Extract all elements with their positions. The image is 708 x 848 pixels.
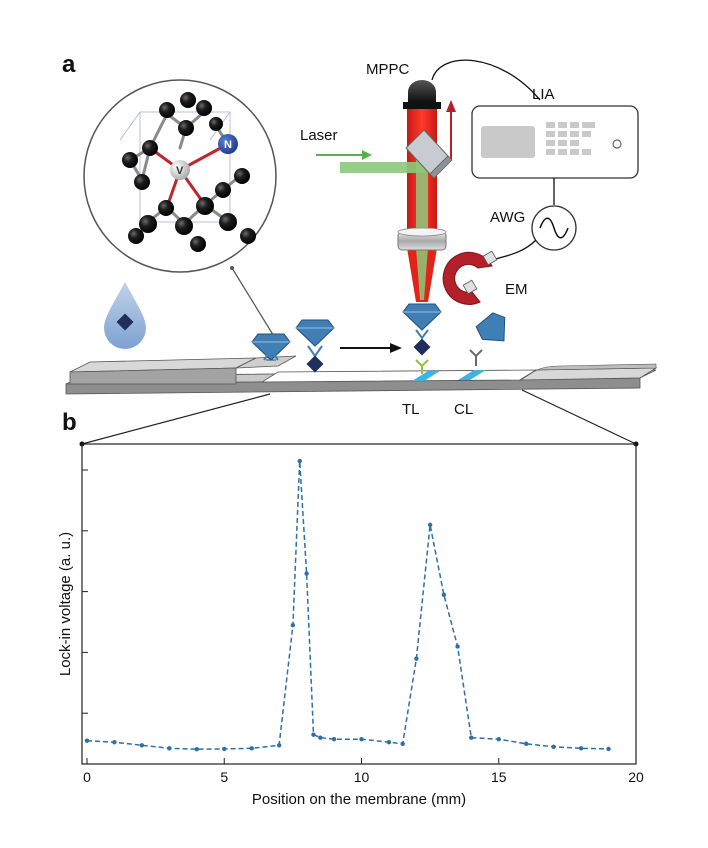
panel-a: a xyxy=(62,51,658,418)
flow-direction-arrow xyxy=(340,343,402,353)
zoom-connector-right xyxy=(521,389,637,445)
em-label: EM xyxy=(505,281,528,298)
zoom-connector-left xyxy=(81,393,271,445)
diamond-probe-analyte xyxy=(295,319,335,373)
vacancy-label: V xyxy=(176,165,184,177)
diamond-probe-control-line xyxy=(469,312,506,366)
data-point xyxy=(304,571,309,576)
lateral-flow-strip: TL CL xyxy=(65,355,658,418)
x-tick-label: 5 xyxy=(220,769,228,785)
mppc-lia-cable xyxy=(431,59,541,101)
panel-b: b 0 5 10 15 20 Position on the membrane (mm)… xyxy=(57,389,644,808)
zoom-pointer-line xyxy=(231,267,276,339)
objective-lens xyxy=(397,227,447,251)
vacancy-site xyxy=(170,160,190,180)
conjugate-pad xyxy=(235,355,297,369)
diamond-probe-sample xyxy=(251,333,291,361)
data-point xyxy=(441,592,447,597)
green-beam-vertical xyxy=(416,160,428,250)
x-tick-label: 10 xyxy=(354,769,370,785)
mppc-detector: MPPC xyxy=(366,61,441,109)
series-points xyxy=(84,458,611,752)
data-point xyxy=(455,644,460,649)
data-point xyxy=(249,746,254,751)
nitrogen-label: N xyxy=(224,139,232,151)
cl-label: CL xyxy=(454,401,473,418)
series-line xyxy=(86,460,609,750)
test-line xyxy=(412,371,440,381)
data-point xyxy=(84,738,90,743)
awg-generator: AWG xyxy=(490,205,577,251)
laser-label: Laser xyxy=(300,127,338,144)
data-point xyxy=(400,741,405,746)
data-point xyxy=(194,747,199,752)
data-point xyxy=(222,746,227,752)
x-tick-label: 20 xyxy=(628,769,644,785)
panel-b-letter: b xyxy=(62,409,77,436)
chart-frame xyxy=(81,443,637,765)
data-point xyxy=(331,737,337,742)
data-point xyxy=(297,458,302,464)
green-beam-horizontal xyxy=(340,162,425,173)
data-point xyxy=(139,743,145,748)
data-point xyxy=(318,735,323,740)
x-tick-label: 15 xyxy=(491,769,507,785)
electromagnet: EM xyxy=(442,250,528,305)
data-point xyxy=(496,737,501,742)
diamond-probe-test-line xyxy=(402,303,442,374)
lock-in-amplifier: LIA xyxy=(471,86,639,179)
data-point xyxy=(551,744,556,749)
signal-arrow-head xyxy=(446,100,456,112)
x-axis-ticks: 0 5 10 15 20 xyxy=(83,758,644,785)
data-point xyxy=(578,746,584,751)
sample-droplet xyxy=(104,282,146,349)
data-point xyxy=(167,746,172,751)
membrane xyxy=(260,369,538,383)
lia-label: LIA xyxy=(532,86,555,103)
data-point xyxy=(276,743,282,748)
data-point xyxy=(290,623,296,628)
data-point xyxy=(414,656,419,661)
control-line xyxy=(458,370,486,380)
data-point xyxy=(469,735,474,740)
data-point xyxy=(386,740,392,745)
data-point xyxy=(606,746,611,752)
x-axis-label: Position on the membrane (mm) xyxy=(252,791,466,808)
awg-label: AWG xyxy=(490,209,525,226)
nitrogen-atom xyxy=(218,134,238,154)
panel-a-letter: a xyxy=(62,51,76,78)
tl-label: TL xyxy=(402,401,420,418)
data-point xyxy=(427,522,433,528)
y-axis-ticks xyxy=(82,469,88,714)
data-point xyxy=(311,732,316,737)
green-beam-focus xyxy=(416,248,428,300)
lock-in-chart: 0 5 10 15 20 xyxy=(81,443,644,785)
nv-center-zoom: N V xyxy=(83,79,277,339)
data-point xyxy=(359,737,364,742)
mppc-label: MPPC xyxy=(366,61,410,78)
y-axis-label: Lock-in voltage (a. u.) xyxy=(57,532,74,676)
dichroic-mirror xyxy=(405,129,453,179)
x-tick-label: 0 xyxy=(83,769,91,785)
data-point xyxy=(112,740,117,745)
data-point xyxy=(524,741,529,746)
laser-arrow-head xyxy=(362,150,372,160)
